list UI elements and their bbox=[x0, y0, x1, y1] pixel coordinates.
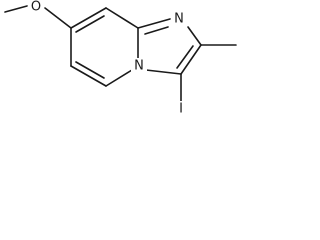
bond-c3-n4 bbox=[145, 69, 182, 75]
bond-c8-c8a bbox=[105, 7, 139, 29]
molecule-structure: O N N I bbox=[4, 0, 237, 117]
bond-c5-c6 bbox=[70, 65, 107, 87]
bond-c2-c3 bbox=[180, 44, 202, 75]
bond-n1-c2 bbox=[187, 26, 202, 46]
iodine-atom-label: I bbox=[179, 102, 183, 117]
bond-c2-c3-double bbox=[176, 45, 194, 69]
bond-c8a-n1-double bbox=[144, 26, 169, 35]
nitrogen-atom-label: N bbox=[174, 12, 184, 27]
oxygen-atom-label: O bbox=[31, 0, 41, 15]
bond-oxygen-ring bbox=[44, 7, 72, 29]
bond-c5-c6-double bbox=[75, 61, 105, 79]
bond-methyl-oxygen bbox=[4, 5, 28, 13]
bridgehead-nitrogen-atom-label: N bbox=[134, 59, 144, 74]
bond-n4-c5 bbox=[105, 69, 133, 87]
bond-c7-c8 bbox=[70, 7, 107, 29]
bond-c8a-n1 bbox=[137, 18, 171, 29]
bond-c7-c8-double bbox=[75, 15, 105, 33]
